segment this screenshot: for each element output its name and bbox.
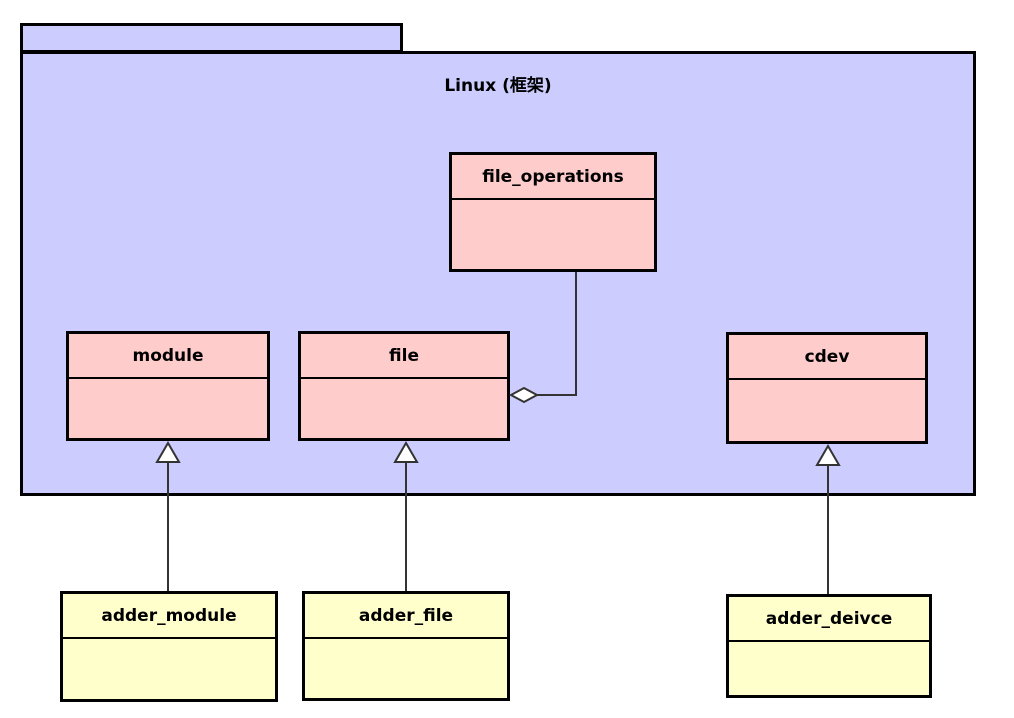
- class-name: adder_file: [305, 594, 507, 639]
- class-name: module: [69, 334, 267, 379]
- class-module: module: [66, 331, 270, 441]
- class-cdev: cdev: [726, 332, 928, 444]
- class-name: file_operations: [452, 155, 654, 200]
- aggregation-line: [537, 272, 577, 396]
- package-title: Linux (框架): [444, 76, 552, 96]
- class-name: adder_deivce: [729, 597, 929, 642]
- class-name: file: [301, 334, 507, 379]
- class-file-operations: file_operations: [449, 152, 657, 272]
- class-name: cdev: [729, 335, 925, 380]
- aggregation-diamond: [508, 386, 540, 404]
- class-adder-deivce: adder_deivce: [726, 594, 932, 698]
- generalization-arrowhead-module: [155, 441, 181, 463]
- class-adder-file: adder_file: [302, 591, 510, 701]
- class-name: adder_module: [63, 594, 275, 639]
- generalization-arrowhead-cdev: [815, 444, 841, 466]
- class-adder-module: adder_module: [60, 591, 278, 702]
- class-file: file: [298, 331, 510, 441]
- generalization-arrowhead-file: [393, 441, 419, 463]
